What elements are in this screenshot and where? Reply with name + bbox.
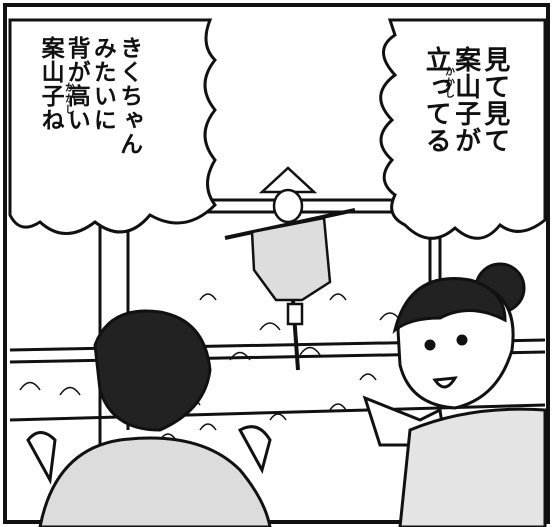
speech-text-left: きくちゃん みたいに 背が高い 案山子ね <box>36 36 141 211</box>
furigana-right: かかし <box>442 66 454 99</box>
furigana-left: かかし <box>62 82 74 115</box>
speech-right-line-1: 見て見て <box>479 46 510 154</box>
speech-bubble-right <box>379 18 547 240</box>
scarecrow <box>224 166 356 371</box>
boy-character <box>26 309 272 527</box>
speech-left-line-1: きくちゃん <box>115 36 142 156</box>
speech-right-line-2: 案山子が <box>450 46 481 154</box>
speech-text-right: 見て見て 案山子が 立ってる <box>420 46 510 206</box>
speech-left-line-4: 案山子ね <box>37 36 64 132</box>
speech-left-line-3: 背が高い <box>63 36 90 132</box>
girl-character <box>362 262 547 527</box>
speech-right-line-3: 立ってる <box>421 46 452 154</box>
speech-bubble-left <box>8 18 218 235</box>
speech-left-line-2: みたいに <box>89 36 116 132</box>
